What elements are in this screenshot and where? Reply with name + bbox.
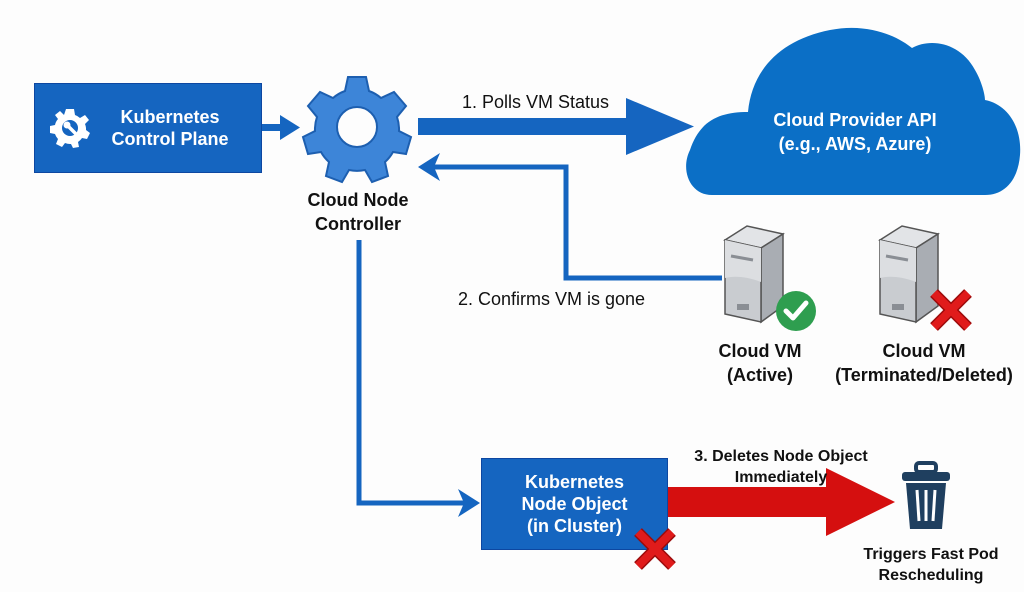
node-red-x-icon xyxy=(634,528,676,570)
server-active-icon xyxy=(723,225,785,324)
vm-terminated-label: Cloud VM (Terminated/Deleted) xyxy=(826,339,1022,387)
control-plane-box[interactable]: Kubernetes Control Plane xyxy=(34,83,262,173)
node-object-line3: (in Cluster) xyxy=(526,516,622,536)
check-circle-icon xyxy=(776,291,816,331)
step3-label: 3. Deletes Node Object Immediately xyxy=(676,446,886,488)
outcome-line2: Rescheduling xyxy=(878,567,984,584)
server-terminated-icon xyxy=(878,225,940,324)
control-plane-line1: Kubernetes xyxy=(120,107,220,127)
node-object-line1: Kubernetes xyxy=(524,472,624,492)
step3-line1: 3. Deletes Node Object xyxy=(694,448,868,465)
vm-terminated-line2: (Terminated/Deleted) xyxy=(835,365,1013,385)
outcome-line1: Triggers Fast Pod xyxy=(863,546,999,563)
gear-wrench-icon xyxy=(50,109,90,148)
controller-line2: Controller xyxy=(314,214,401,234)
vm-terminated-line1: Cloud VM xyxy=(882,341,966,361)
controller-label: Cloud Node Controller xyxy=(290,188,426,236)
node-object-line2: Node Object xyxy=(521,494,628,514)
vm-active-label: Cloud VM (Active) xyxy=(700,339,820,387)
arrow-deletes-node-object xyxy=(668,468,895,536)
red-x-icon xyxy=(930,289,972,331)
arrow-controller-to-node-object xyxy=(356,240,480,517)
vm-active-line1: Cloud VM xyxy=(718,341,802,361)
control-plane-line2: Control Plane xyxy=(111,129,229,149)
cloud-line1: Cloud Provider API xyxy=(773,110,937,130)
arrow-confirms-vm-gone xyxy=(418,153,722,281)
cloud-line2: (e.g., AWS, Azure) xyxy=(778,134,932,154)
step2-label: 2. Confirms VM is gone xyxy=(458,289,646,309)
gear-icon xyxy=(301,76,413,184)
controller-line1: Cloud Node xyxy=(307,190,409,210)
outcome-label: Triggers Fast Pod Rescheduling xyxy=(846,544,1016,586)
vm-active-line2: (Active) xyxy=(726,365,793,385)
step1-label: 1. Polls VM Status xyxy=(462,92,610,112)
arrow-polls-vm-status xyxy=(418,98,694,155)
trash-icon xyxy=(902,461,950,529)
cloud-icon xyxy=(686,27,1021,195)
arrow-control-plane-to-controller xyxy=(262,115,300,140)
step3-line2: Immediately xyxy=(734,469,828,486)
cloud-provider-api-label[interactable]: Cloud Provider API (e.g., AWS, Azure) xyxy=(740,108,970,156)
